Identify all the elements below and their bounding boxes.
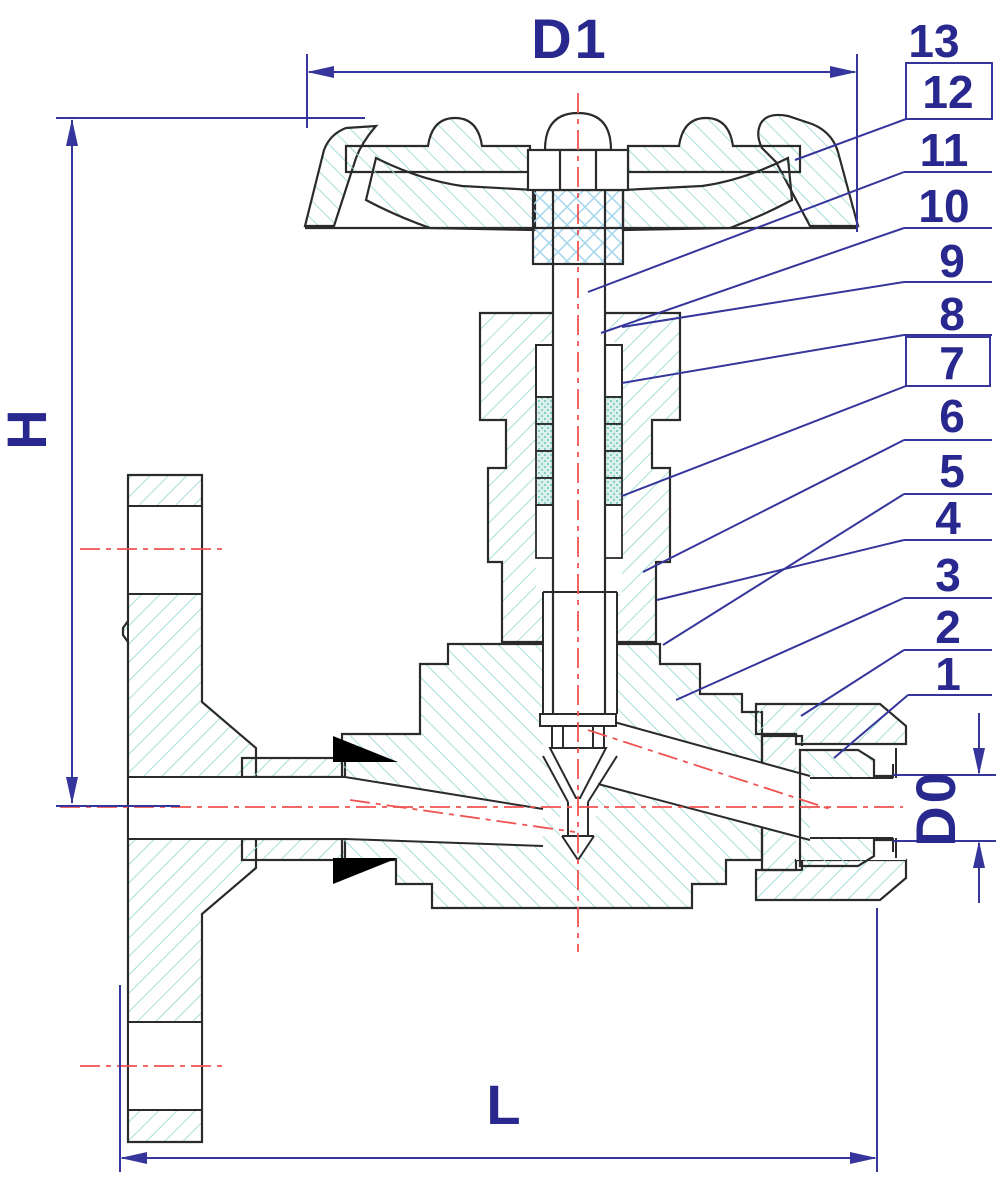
part-7-box xyxy=(905,336,991,387)
leader-part-1 xyxy=(833,694,909,759)
outlet-passage-axis xyxy=(587,729,831,810)
part-12-box xyxy=(905,62,993,120)
part-label-13: 13 xyxy=(908,15,959,67)
leader-part-11 xyxy=(587,171,905,293)
arrow-d0-bottom xyxy=(973,841,985,868)
leader-part-3 xyxy=(675,597,905,701)
leader-part-12 xyxy=(794,118,907,161)
inlet-bore xyxy=(128,777,345,839)
part-label-6: 6 xyxy=(939,390,965,442)
dimension-lines xyxy=(56,54,996,1172)
flange-bolt-hole-top xyxy=(128,506,202,594)
stem-channel xyxy=(553,264,605,342)
leader-part-6 xyxy=(642,439,905,573)
part-numbers: 13 12 11 10 9 8 7 6 5 4 3 2 1 xyxy=(908,15,973,700)
leader-part-4 xyxy=(656,539,905,601)
centerlines xyxy=(60,93,903,1067)
detail-lines xyxy=(127,475,894,1142)
outlet-bore-face-gap xyxy=(893,778,907,838)
part-label-1: 1 xyxy=(935,648,961,700)
arrow-h-bottom xyxy=(66,777,78,804)
part-label-11: 11 xyxy=(920,124,969,176)
dimension-arrows xyxy=(66,66,985,1164)
arrow-d1-right xyxy=(830,66,857,78)
gland-follower-left xyxy=(535,344,554,398)
arrow-l-right xyxy=(850,1152,877,1164)
weld-bottom xyxy=(333,858,398,884)
arrow-l-left xyxy=(120,1152,147,1164)
leader-part-8 xyxy=(621,334,905,384)
dim-label-h: H xyxy=(0,406,58,449)
handwheel-left-rim xyxy=(303,124,379,228)
stem xyxy=(551,190,607,714)
arrow-h-top xyxy=(66,119,78,146)
part-label-4: 4 xyxy=(935,492,961,544)
arrow-d1-left xyxy=(307,66,334,78)
callout-lines xyxy=(587,62,993,759)
part-label-10: 10 xyxy=(918,180,969,232)
weld-top xyxy=(333,736,398,762)
leader-part-7 xyxy=(621,385,907,497)
part-label-8: 8 xyxy=(939,288,965,340)
handwheel-top-web-left xyxy=(344,116,532,174)
inlet-passage-axis xyxy=(349,799,576,833)
inlet-pipe-bottom-wall xyxy=(240,837,347,862)
gland-follower-right xyxy=(604,344,623,398)
part-label-3: 3 xyxy=(935,549,961,601)
dim-label-d0: D0 xyxy=(904,769,967,847)
inlet-passage xyxy=(345,777,543,846)
dim-label-l: L xyxy=(486,1073,523,1136)
part-label-7: 7 xyxy=(939,337,965,389)
leader-part-10 xyxy=(600,227,905,334)
outlet-bore xyxy=(810,778,893,838)
leader-part-9 xyxy=(621,281,905,328)
handwheel-top-web-right xyxy=(626,116,802,174)
part-label-5: 5 xyxy=(939,445,965,497)
arrow-d0-top xyxy=(973,748,985,775)
part-label-9: 9 xyxy=(939,235,965,287)
inlet-pipe-top-wall xyxy=(240,756,347,779)
leader-part-2 xyxy=(800,649,905,717)
part-label-12: 12 xyxy=(922,66,973,118)
dim-label-d1: D1 xyxy=(531,7,609,70)
part-label-2: 2 xyxy=(935,601,961,653)
